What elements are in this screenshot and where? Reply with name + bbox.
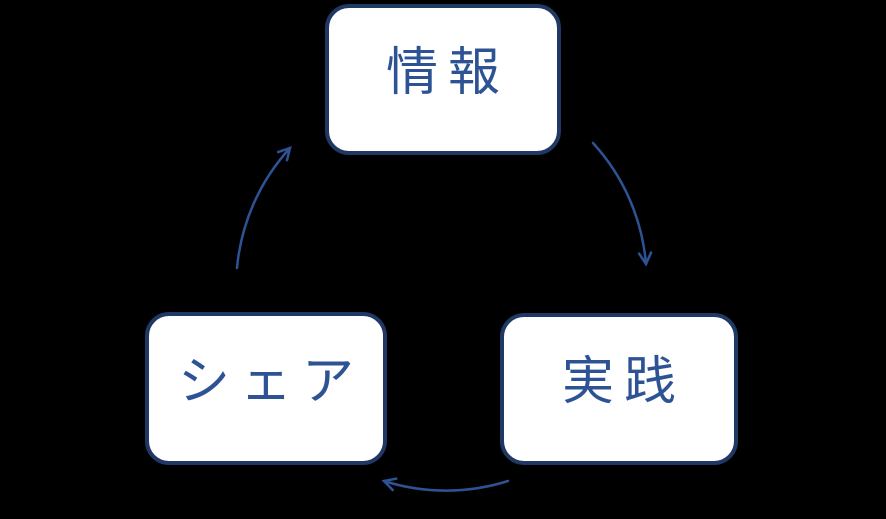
arrow-share-to-information (235, 146, 292, 270)
node-information-label: 情報 (385, 44, 510, 102)
node-practice-label: 実践 (561, 354, 686, 411)
node-practice: 実践 (500, 313, 738, 465)
node-information: 情報 (325, 4, 561, 155)
arrow-information-to-practice (591, 141, 653, 267)
node-share: シェア (145, 312, 387, 465)
arrow-practice-to-share (381, 477, 510, 492)
node-share-label: シェア (177, 353, 364, 411)
